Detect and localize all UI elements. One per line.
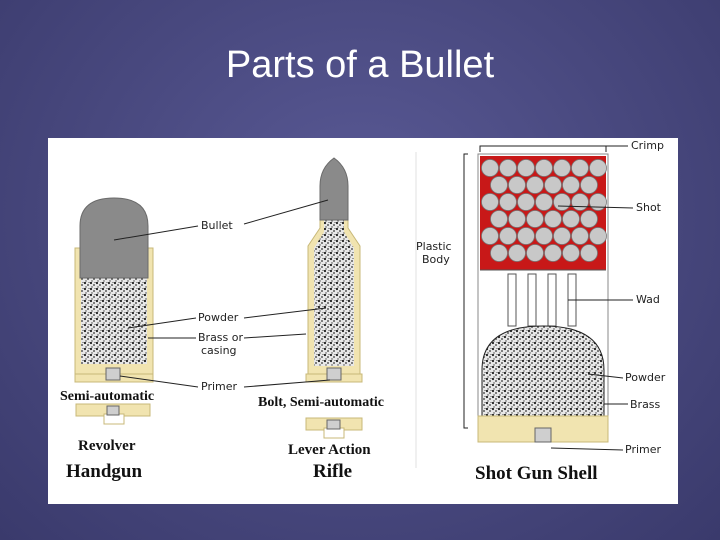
shot-pellet <box>517 227 535 245</box>
shot-pellet <box>571 227 589 245</box>
shot-pellet <box>481 159 499 177</box>
shot-pellet <box>580 244 598 262</box>
handgun-primer <box>105 367 121 381</box>
shot-pellet <box>499 159 517 177</box>
shot-pellet <box>580 210 598 228</box>
shot-pellet <box>499 227 517 245</box>
shot-pellet <box>526 244 544 262</box>
rifle-bullet <box>319 157 349 221</box>
shot-pellet <box>553 193 571 211</box>
shot-pellet <box>589 159 607 177</box>
shot-pellet <box>508 210 526 228</box>
label-wad: Wad <box>636 293 660 306</box>
caption-shot-gun-shell: Shot Gun Shell <box>475 463 598 484</box>
rifle-lever-action-base <box>305 417 363 439</box>
label-powder-handgun: Powder <box>198 311 239 324</box>
caption-rifle: Rifle <box>313 461 352 482</box>
label-brass-shotgun: Brass <box>630 398 661 411</box>
bullet-diagram: Bullet Powder Brass or casing Primer Sem… <box>48 138 678 504</box>
shot-pellet <box>589 227 607 245</box>
shot-pellet <box>517 159 535 177</box>
rifle-primer <box>326 367 342 381</box>
shot-pellet <box>526 176 544 194</box>
label-brass-line2: casing <box>201 344 237 357</box>
label-crimp: Crimp <box>631 139 664 152</box>
shot-pellet <box>481 193 499 211</box>
label-bullet: Bullet <box>201 219 233 232</box>
shot-pellet <box>508 176 526 194</box>
shot-pellet <box>562 244 580 262</box>
slide-title: Parts of a Bullet <box>225 44 495 86</box>
shot-pellet <box>562 176 580 194</box>
rifle-powder <box>314 212 354 366</box>
shot-pellet <box>508 244 526 262</box>
label-plastic-body-line2: Body <box>422 253 450 266</box>
shot-pellet <box>571 159 589 177</box>
label-shot: Shot <box>636 201 662 214</box>
shot-pellet <box>553 227 571 245</box>
caption-revolver: Revolver <box>78 438 136 454</box>
shot-pellet <box>526 210 544 228</box>
caption-semi-automatic: Semi-automatic <box>60 389 154 404</box>
label-primer-handgun: Primer <box>201 380 238 393</box>
label-powder-shotgun: Powder <box>625 371 666 384</box>
shotgun-primer <box>534 427 552 443</box>
label-brass-line1: Brass or <box>198 331 243 344</box>
handgun-powder <box>81 278 147 364</box>
shot-pellet <box>499 193 517 211</box>
shot-pellet <box>517 193 535 211</box>
shot-pellet <box>544 176 562 194</box>
shot-pellets <box>481 159 607 262</box>
shot-pellet <box>490 244 508 262</box>
caption-bolt-semi-automatic: Bolt, Semi-automatic <box>258 395 384 410</box>
handgun-revolver-base <box>75 403 151 425</box>
shot-pellet <box>481 227 499 245</box>
shot-pellet <box>589 193 607 211</box>
shotgun-shell: Crimp Shot Plastic Body Wad Powder Brass… <box>416 139 666 484</box>
shot-pellet <box>553 159 571 177</box>
handgun-cartridge: Bullet Powder Brass or casing Primer Sem… <box>60 197 243 482</box>
label-primer-shotgun: Primer <box>625 443 662 456</box>
caption-handgun: Handgun <box>66 461 142 482</box>
handgun-bullet <box>79 197 149 279</box>
shot-pellet <box>535 193 553 211</box>
rifle-cartridge: Bolt, Semi-automatic Lever Action Rifle <box>243 157 384 482</box>
shotgun-powder <box>481 325 605 425</box>
shot-pellet <box>490 176 508 194</box>
shot-pellet <box>490 210 508 228</box>
shot-pellet <box>535 159 553 177</box>
shot-pellet <box>580 176 598 194</box>
caption-lever-action: Lever Action <box>288 442 371 458</box>
shot-pellet <box>535 227 553 245</box>
label-plastic-body-line1: Plastic <box>416 240 452 253</box>
shot-pellet <box>562 210 580 228</box>
shot-pellet <box>571 193 589 211</box>
shot-pellet <box>544 210 562 228</box>
shot-pellet <box>544 244 562 262</box>
